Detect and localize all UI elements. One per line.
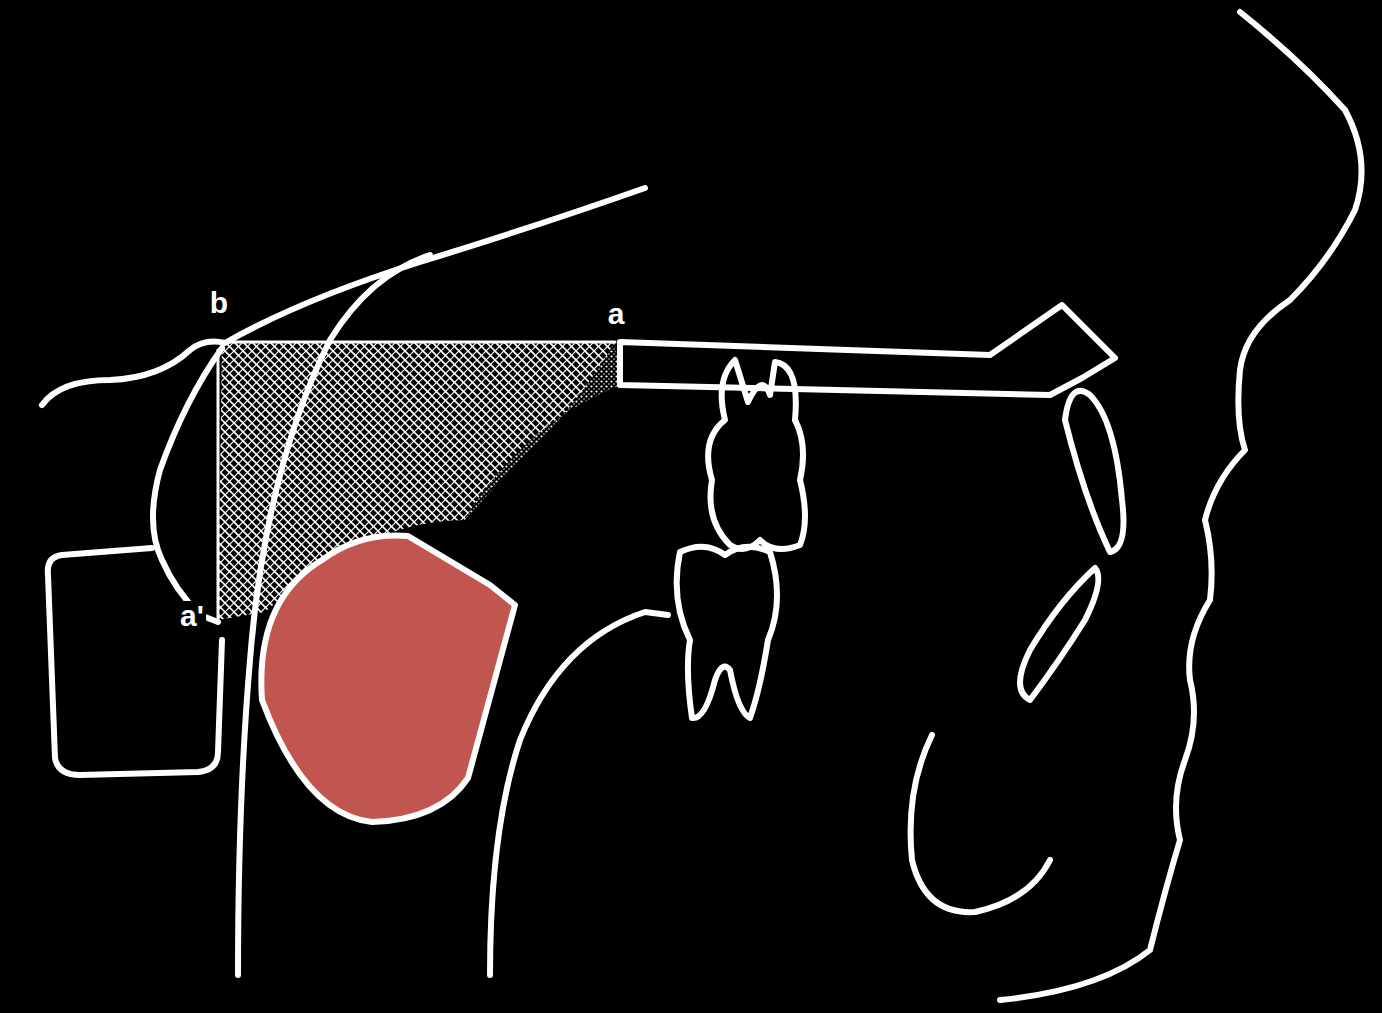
tongue-dorsum <box>490 612 668 975</box>
cranial-base <box>42 188 645 405</box>
clivus-line <box>153 348 222 622</box>
point-label: a <box>606 299 627 329</box>
upper-molar <box>708 360 805 549</box>
point-label: a' <box>178 601 206 631</box>
mandible-symphysis <box>911 735 1050 912</box>
vertebra-outline <box>48 548 222 775</box>
lower-incisor <box>1020 568 1098 700</box>
stippled-area <box>465 342 620 520</box>
upper-incisor <box>1065 391 1124 552</box>
point-label: b <box>208 288 230 318</box>
lower-molar <box>677 547 777 718</box>
facial-profile <box>1000 12 1362 1000</box>
palate <box>620 305 1115 395</box>
adenoid-mass <box>261 536 515 823</box>
